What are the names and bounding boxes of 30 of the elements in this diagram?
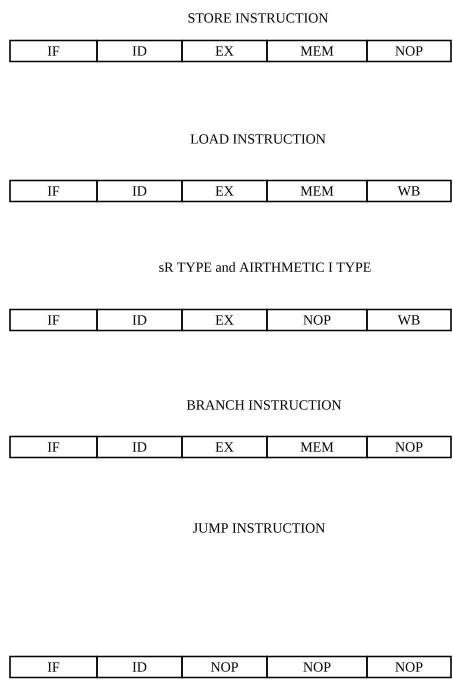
row-title: LOAD INSTRUCTION (190, 134, 326, 144)
stage-cell: ID (96, 40, 183, 62)
stage-cell: MEM (266, 40, 368, 62)
row-title: BRANCH INSTRUCTION (186, 400, 342, 410)
stage-cell: ID (96, 656, 183, 678)
stage-cell: NOP (266, 308, 368, 332)
stage-cell: MEM (266, 180, 368, 202)
stage-cell: IF (9, 180, 98, 202)
stage-cell: IF (9, 436, 98, 458)
stage-cell: EX (181, 40, 268, 62)
stage-cell: ID (96, 436, 183, 458)
stage-cell: IF (9, 656, 98, 678)
stage-cell: EX (181, 308, 268, 332)
stage-cell: MEM (266, 436, 368, 458)
stage-cell: NOP (266, 656, 368, 678)
stage-cell: NOP (366, 436, 452, 458)
stage-cell: NOP (366, 656, 452, 678)
stage-cell: IF (9, 40, 98, 62)
row-title: STORE INSTRUCTION (188, 13, 328, 23)
stage-cell: ID (96, 308, 183, 332)
stage-cell: IF (9, 308, 98, 332)
row-title: JUMP INSTRUCTION (192, 523, 325, 533)
stage-cell: EX (181, 436, 268, 458)
stage-cell: NOP (181, 656, 268, 678)
stage-cell: EX (181, 180, 268, 202)
stage-cell: WB (366, 180, 452, 202)
stage-cell: NOP (366, 40, 452, 62)
stage-cell: WB (366, 308, 452, 332)
stage-cell: ID (96, 180, 183, 202)
row-title: sR TYPE and AIRTHMETIC I TYPE (159, 262, 371, 272)
